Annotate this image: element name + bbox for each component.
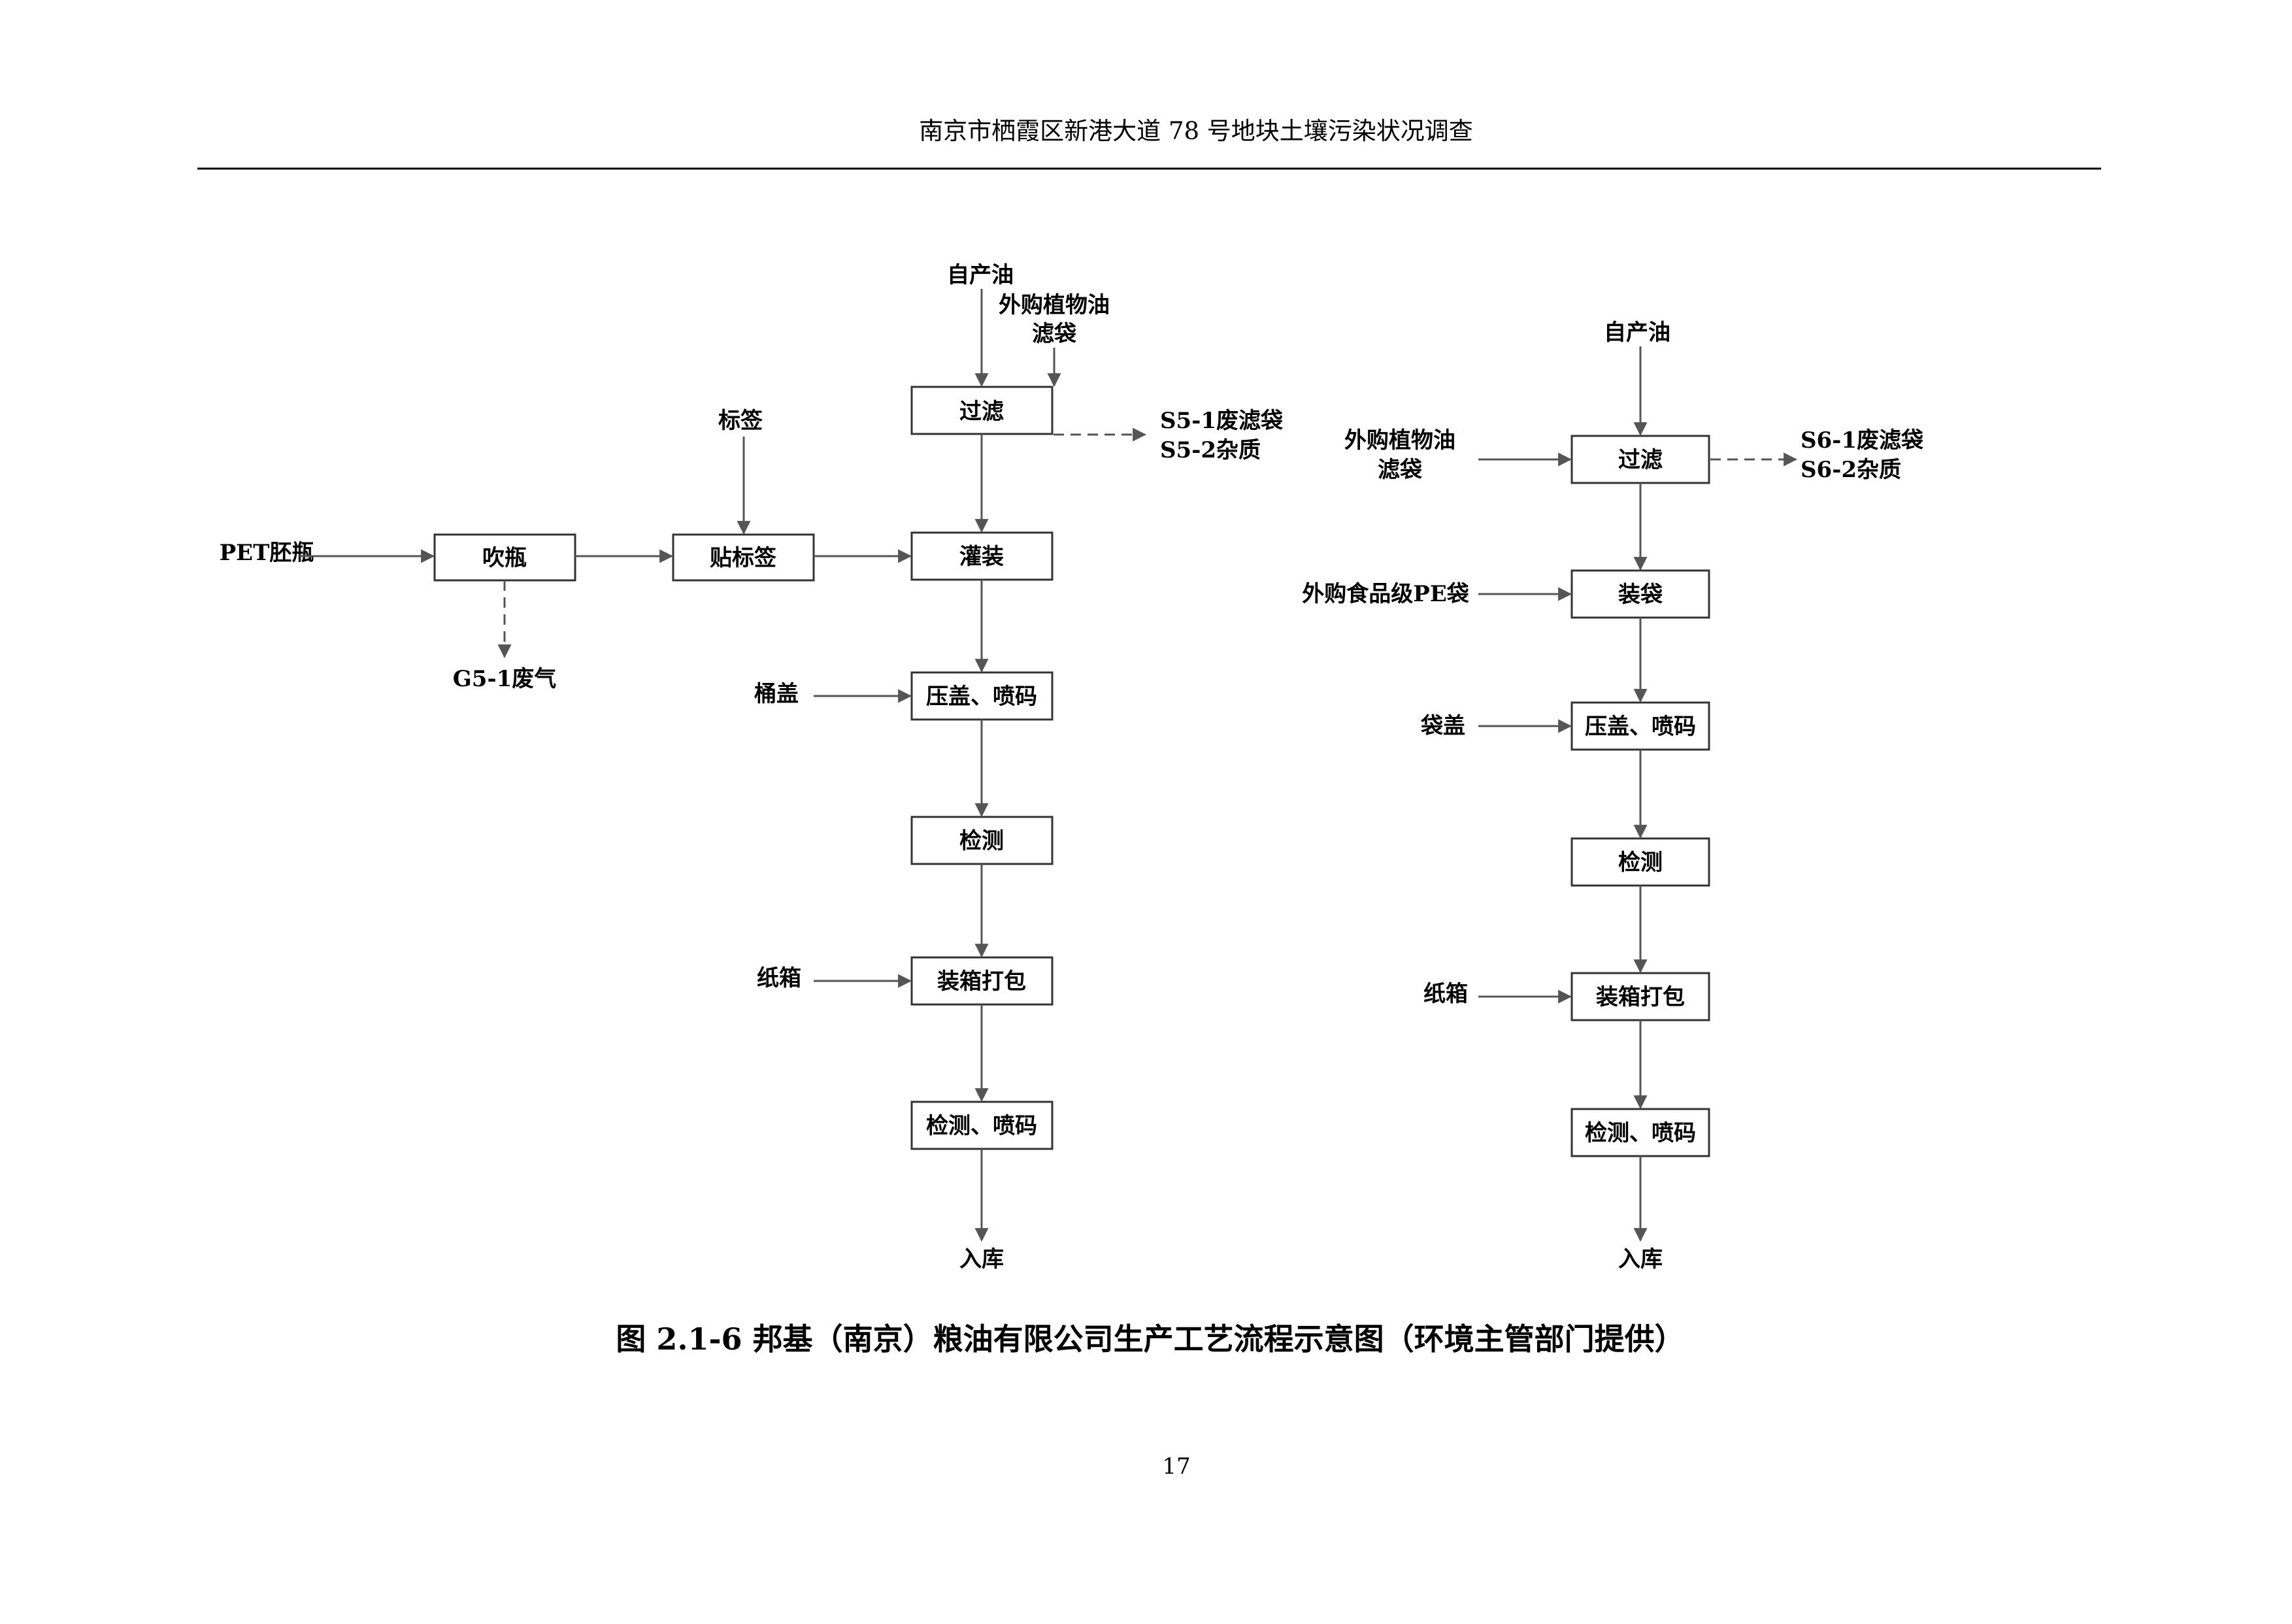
left-input-carton: 纸箱: [757, 965, 801, 991]
left-input-label: 标签: [718, 408, 763, 434]
left-output-gas: G5-1废气: [453, 666, 556, 692]
left-input-preform: PET胚瓶: [220, 540, 314, 566]
left-input-self-oil: 自产油: [947, 262, 1014, 288]
left-input-barrel-cap: 桶盖: [754, 681, 799, 707]
left-output-waste-bag: S5-1废滤袋: [1160, 408, 1283, 434]
left-box-packing-label: 装箱打包: [937, 969, 1026, 995]
left-output-storage: 入库: [959, 1246, 1004, 1272]
left-input-filter-bag: 滤袋: [1032, 321, 1076, 347]
right-output-impurity: S6-2杂质: [1801, 457, 1901, 483]
figure-caption: 图 2.1-6 邦基（南京）粮油有限公司生产工艺流程示意图（环境主管部门提供）: [616, 1321, 1684, 1357]
left-box-filter: 过滤: [910, 386, 1054, 435]
right-arrows: [1478, 346, 1798, 1242]
left-box-capping-label: 压盖、喷码: [926, 684, 1037, 710]
left-box-inspect: 检测: [910, 816, 1054, 865]
left-output-impurity: S5-2杂质: [1160, 437, 1261, 463]
right-input-bought-oil: 外购植物油: [1344, 427, 1455, 454]
right-box-bagging: 装袋: [1570, 569, 1710, 619]
right-box-packing-label: 装箱打包: [1596, 984, 1685, 1010]
left-box-inspect-code: 检测、喷码: [910, 1101, 1054, 1150]
right-box-inspect-code: 检测、喷码: [1570, 1108, 1710, 1157]
right-box-inspect: 检测: [1570, 837, 1710, 887]
right-box-capping-label: 压盖、喷码: [1585, 714, 1696, 740]
right-input-carton: 纸箱: [1423, 981, 1468, 1007]
left-box-inspect-code-label: 检测、喷码: [926, 1113, 1037, 1139]
right-box-capping: 压盖、喷码: [1570, 701, 1710, 751]
right-output-storage: 入库: [1618, 1246, 1663, 1272]
right-box-filter-label: 过滤: [1618, 447, 1663, 473]
left-box-blow-label: 吹瓶: [482, 545, 527, 571]
left-box-inspect-label: 检测: [959, 828, 1004, 854]
right-box-packing: 装箱打包: [1570, 972, 1710, 1021]
left-arrows: [299, 289, 1147, 1242]
left-box-labeling-label: 贴标签: [710, 545, 776, 571]
right-box-inspect-label: 检测: [1618, 850, 1663, 876]
right-output-waste-bag: S6-1废滤袋: [1801, 427, 1923, 454]
right-input-bag-cap: 袋盖: [1420, 713, 1465, 739]
left-box-blow: 吹瓶: [433, 533, 576, 582]
left-box-labeling: 贴标签: [672, 533, 815, 582]
page-number: 17: [1162, 1453, 1190, 1480]
left-box-filling: 灌装: [910, 531, 1054, 581]
left-box-capping: 压盖、喷码: [910, 671, 1054, 721]
left-box-filter-label: 过滤: [959, 399, 1004, 425]
left-box-packing: 装箱打包: [910, 956, 1054, 1006]
right-input-pe-bag: 外购食品级PE袋: [1302, 581, 1469, 607]
right-box-bagging-label: 装袋: [1618, 582, 1663, 608]
page-header: 南京市栖霞区新港大道 78 号地块土壤污染状况调查: [919, 117, 1473, 145]
right-input-filter-bag: 滤袋: [1378, 457, 1422, 483]
right-box-inspect-code-label: 检测、喷码: [1585, 1120, 1696, 1146]
left-box-filling-label: 灌装: [959, 544, 1004, 570]
right-input-self-oil: 自产油: [1604, 320, 1670, 346]
left-input-bought-oil: 外购植物油: [999, 292, 1110, 318]
right-box-filter: 过滤: [1570, 435, 1710, 484]
